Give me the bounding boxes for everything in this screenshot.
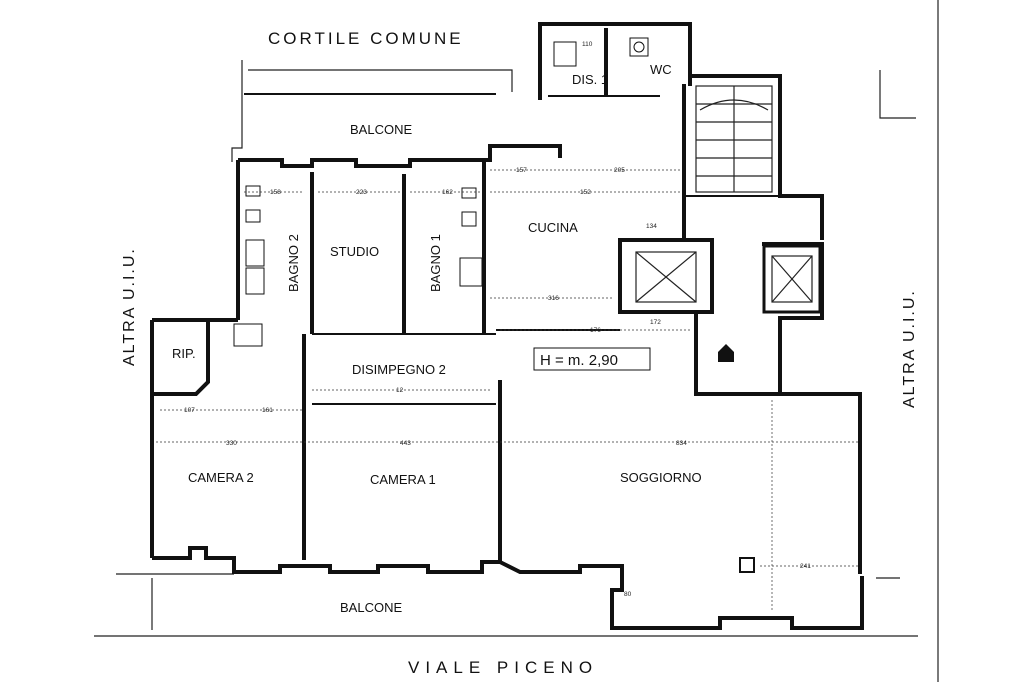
- altra-uiu-left-label: ALTRA U.I.U.: [121, 247, 138, 366]
- height-note-text: H = m. 2,90: [540, 352, 618, 369]
- entrance-arrow-icon: [718, 344, 734, 362]
- room-cucina: CUCINA: [528, 220, 578, 235]
- dim-176: 176: [590, 327, 601, 334]
- room-soggiorno: SOGGIORNO: [620, 470, 702, 485]
- dim-107: 107: [184, 407, 195, 414]
- room-disimpegno-2: DISIMPEGNO 2: [352, 362, 446, 377]
- room-studio: STUDIO: [330, 244, 379, 259]
- dim-205: 205: [614, 167, 625, 174]
- room-rip: RIP.: [172, 346, 196, 361]
- dim-161: 161: [262, 407, 273, 414]
- dim-316: 316: [548, 295, 559, 302]
- room-camera-1: CAMERA 1: [370, 472, 436, 487]
- dim-223: 223: [356, 189, 367, 196]
- room-wc: WC: [650, 62, 672, 77]
- sanitary-fixtures: [233, 37, 649, 347]
- dim-152: 152: [580, 189, 591, 196]
- dim-162: 162: [442, 189, 453, 196]
- altra-uiu-right-label: ALTRA U.I.U.: [901, 289, 918, 408]
- surrounding-lines: [94, 0, 939, 682]
- room-balcone-top: BALCONE: [350, 122, 412, 137]
- room-bagno-2: BAGNO 2: [286, 234, 301, 292]
- cortile-comune-label: CORTILE COMUNE: [268, 29, 464, 48]
- dim-241: 241: [800, 563, 811, 570]
- lift-shaft-2: [771, 255, 813, 303]
- room-balcone-bottom: BALCONE: [340, 600, 402, 615]
- height-note: H = m. 2,90: [533, 347, 651, 371]
- dim-12: 12: [396, 387, 404, 394]
- dim-157: 157: [516, 167, 527, 174]
- room-dis-1: DIS. 1: [572, 72, 608, 87]
- staircase: [695, 85, 773, 193]
- dim-80: 80: [624, 591, 632, 598]
- room-labels: BALCONE BAGNO 2 STUDIO BAGNO 1 CUCINA DI…: [172, 62, 702, 615]
- dim-110: 110: [582, 41, 593, 48]
- dim-172: 172: [650, 319, 661, 326]
- dim-443: 443: [400, 440, 411, 447]
- lift-shaft-1: [635, 251, 697, 303]
- viale-piceno-label: VIALE PICENO: [408, 658, 598, 677]
- dim-330: 330: [226, 440, 237, 447]
- dimension-lines: [156, 169, 860, 612]
- dim-834: 834: [676, 440, 687, 447]
- dimension-labels: 158 223 162 157 205 152 134 316 176 172 …: [184, 41, 811, 598]
- room-camera-2: CAMERA 2: [188, 470, 254, 485]
- dim-158: 158: [270, 189, 281, 196]
- room-bagno-1: BAGNO 1: [428, 234, 443, 292]
- dim-134: 134: [646, 223, 657, 230]
